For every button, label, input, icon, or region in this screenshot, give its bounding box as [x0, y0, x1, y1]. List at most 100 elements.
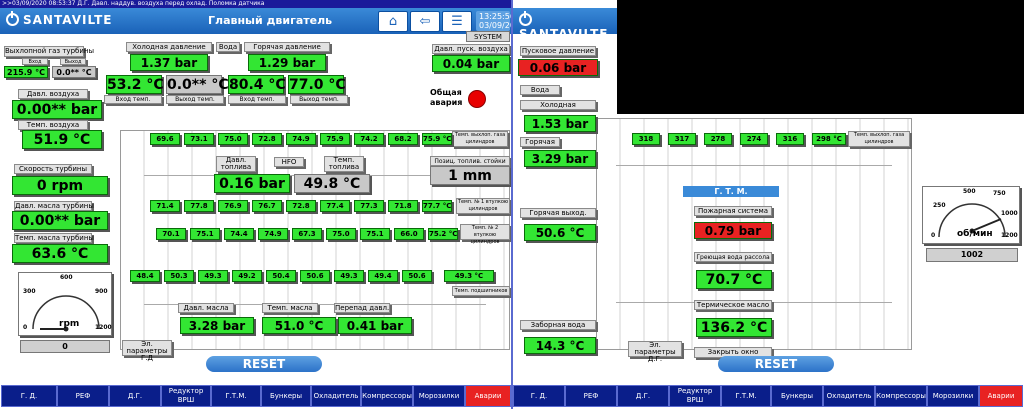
- fire-system-label: Пожарная система: [694, 206, 772, 216]
- nav-compressors[interactable]: Компрессоры: [361, 385, 413, 407]
- hot-out-label: Выход темп.: [290, 95, 348, 104]
- dg-cyl-5: 316: [776, 133, 804, 145]
- nav-gtm[interactable]: Г.Т.М.: [211, 385, 261, 407]
- nav-alarms[interactable]: Аварии: [465, 385, 511, 407]
- hot-value-right: 3.29 bar: [524, 150, 596, 167]
- cyl-top-7: 74.2: [354, 133, 384, 145]
- liner2-8: 66.0: [394, 228, 424, 240]
- general-alarm-lamp[interactable]: [468, 90, 486, 108]
- dg-rpm-gauge: 0 250 500 750 1000 1200 об/мин: [922, 186, 1020, 244]
- exhaust-in-value: 215.9 °C: [4, 66, 48, 78]
- nav-gtm-right[interactable]: Г.Т.М.: [721, 385, 771, 407]
- gtm-popup-title: Г. Т. М.: [683, 186, 779, 197]
- heating-water-label: Греющая вода рассола: [694, 252, 772, 262]
- water-label: Вода: [216, 42, 240, 52]
- bearing-8: 49.4: [368, 270, 398, 282]
- bearing-1: 48.4: [130, 270, 160, 282]
- liner1-6: 77.4: [320, 200, 350, 212]
- cold-pressure-value: 1.37 bar: [130, 54, 208, 71]
- bearing-6: 50.6: [300, 270, 330, 282]
- nav-cooler[interactable]: Охладитель: [311, 385, 361, 407]
- nav-gd-right[interactable]: Г. Д.: [513, 385, 565, 407]
- nav-compressors-right[interactable]: Компрессоры: [875, 385, 927, 407]
- nav-freezers-right[interactable]: Морозилки: [927, 385, 979, 407]
- nav-bunkers[interactable]: Бункеры: [261, 385, 311, 407]
- nav-alarms-right[interactable]: Аварии: [979, 385, 1023, 407]
- blank-region: [617, 0, 1024, 114]
- intake-value: 14.3 °C: [524, 337, 596, 354]
- bearing-5: 50.4: [266, 270, 296, 282]
- cold-in-value: 53.2 °C: [106, 75, 164, 94]
- fuel-temp-label: Темп. топлива: [324, 156, 364, 172]
- turbine-speed-value: 0 rpm: [12, 176, 108, 195]
- liner1-7: 77.3: [354, 200, 384, 212]
- left-header: SANTAVILTE Главный двигатель ⌂ ⇦ ☰ 13:25…: [0, 8, 525, 34]
- turbine-oil-pressure-value: 0.00** bar: [12, 211, 108, 230]
- reset-button-right[interactable]: RESET: [718, 356, 834, 372]
- nav-reducer-right[interactable]: Редуктор ВРШ: [669, 385, 721, 407]
- liner2-6: 75.0: [326, 228, 356, 240]
- brand-logo-right: SANTAVILTE: [519, 11, 617, 41]
- bearing-4: 49.2: [232, 270, 262, 282]
- hot-pressure-label: Горячая давление: [244, 42, 330, 52]
- home-button[interactable]: ⌂: [378, 11, 408, 32]
- cold-out-value: 0.0** °C: [166, 75, 229, 94]
- dg-exhaust-label: Темп. выхлоп. газа цилиндров: [848, 131, 910, 147]
- liner2-1: 70.1: [156, 228, 186, 240]
- air-pressure-value: 0.00** bar: [12, 100, 102, 119]
- tick-1200: 1200: [95, 324, 112, 331]
- system-button[interactable]: SYSTEM: [466, 31, 510, 42]
- cold-label-right: Холодная: [520, 100, 596, 110]
- fuel-rack-label: Позиц. топлив. стойки: [430, 156, 510, 166]
- nav-ref[interactable]: РЕФ: [57, 385, 109, 407]
- nav-dg-right[interactable]: Д.Г.: [617, 385, 669, 407]
- home-icon: ⌂: [388, 14, 398, 29]
- dg-tick-1200: 1200: [1001, 232, 1018, 239]
- oil-diff-label: Перепад давл.: [334, 303, 390, 313]
- back-arrow-icon: ⇦: [419, 14, 431, 29]
- fire-system-value: 0.79 bar: [694, 222, 772, 239]
- liner1-2: 77.8: [184, 200, 214, 212]
- air-pressure-label: Давл. воздуха: [18, 89, 88, 99]
- intake-label: Заборная вода: [520, 320, 596, 330]
- dg-gauge-readout: 1002: [926, 248, 1018, 262]
- water-label-right: Вода: [520, 85, 560, 95]
- nav-ref-right[interactable]: РЕФ: [565, 385, 617, 407]
- nav-dg[interactable]: Д.Г.: [109, 385, 161, 407]
- cyl-top-2: 73.1: [184, 133, 214, 145]
- power-icon: [519, 11, 532, 26]
- bearing-7: 49.3: [334, 270, 364, 282]
- oil-pressure-value: 3.28 bar: [180, 317, 254, 334]
- turbine-oil-pressure-label: Давл. масла турбины: [14, 201, 94, 211]
- reset-button-left[interactable]: RESET: [206, 356, 322, 372]
- turbine-oil-temp-label: Темп. масла турбины: [14, 233, 94, 243]
- nav-freezers[interactable]: Морозилки: [413, 385, 465, 407]
- gauge-readout: 0: [20, 340, 110, 353]
- nav-cooler-right[interactable]: Охладитель: [823, 385, 875, 407]
- bearing-9: 50.6: [402, 270, 432, 282]
- settings-button[interactable]: ☰: [442, 11, 472, 32]
- liner1-avg: 77.7 °C: [422, 200, 452, 212]
- dg-gauge-dial: [938, 203, 1006, 238]
- back-button[interactable]: ⇦: [410, 11, 440, 32]
- start-pressure-value: 0.06 bar: [518, 59, 598, 76]
- nav-reducer[interactable]: Редуктор ВРШ: [161, 385, 211, 407]
- sliders-icon: ☰: [451, 14, 463, 29]
- dg-cyl-4: 274: [740, 133, 768, 145]
- hot-out-value: 77.0 °C: [288, 75, 346, 94]
- dg-gauge-unit: об/мин: [957, 229, 993, 239]
- exhaust-label: Выхлопной газ турбины: [4, 46, 94, 57]
- liner1-1: 71.4: [150, 200, 180, 212]
- nav-bunkers-right[interactable]: Бункеры: [771, 385, 823, 407]
- nav-gd[interactable]: Г. Д.: [1, 385, 57, 407]
- el-params-button-left[interactable]: Эл. параметры Г.Д: [122, 340, 172, 362]
- air-temp-label: Темп. воздуха: [18, 120, 88, 130]
- oil-temp-value: 51.0 °C: [262, 317, 336, 334]
- liner2-5: 67.3: [292, 228, 322, 240]
- heating-water-value: 70.7 °C: [696, 270, 772, 289]
- turbine-speed-label: Скорость турбины: [14, 164, 92, 174]
- liner2-7: 75.1: [360, 228, 390, 240]
- el-params-button-right[interactable]: Эл. параметры Д.Г.: [628, 341, 682, 363]
